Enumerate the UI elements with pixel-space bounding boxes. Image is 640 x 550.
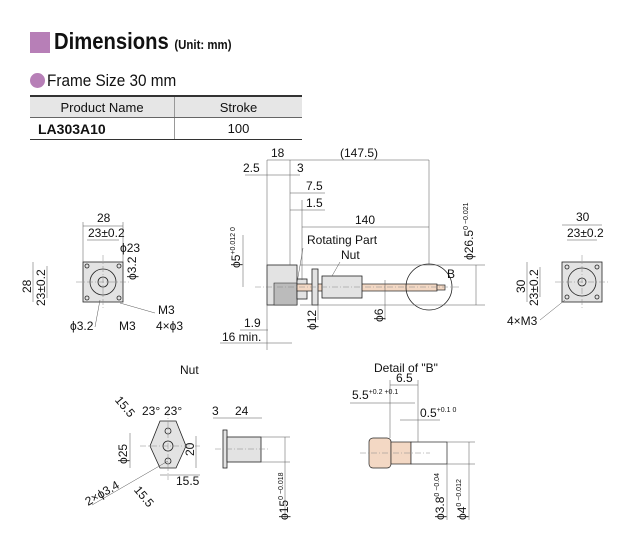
svg-text:M3: M3: [158, 303, 175, 317]
col-stroke: Stroke: [174, 95, 302, 118]
svg-text:4×M3: 4×M3: [507, 314, 538, 328]
svg-text:M3: M3: [119, 319, 136, 333]
svg-text:28: 28: [20, 279, 34, 293]
svg-text:ϕ25: ϕ25: [116, 444, 130, 464]
svg-text:23±0.2: 23±0.2: [567, 226, 604, 240]
svg-text:4×ϕ3: 4×ϕ3: [156, 319, 183, 333]
svg-text:20: 20: [183, 442, 197, 456]
svg-text:28: 28: [97, 211, 111, 225]
svg-text:6.5: 6.5: [396, 371, 413, 385]
svg-text:ϕ6: ϕ6: [372, 308, 386, 322]
front-view: 28 23±0.2 ϕ23 ϕ3.2 28 23±0.2 M3 ϕ3.2 M3 …: [20, 211, 183, 333]
svg-text:23°: 23°: [164, 404, 182, 418]
svg-text:15.5: 15.5: [131, 483, 157, 510]
stroke-value: 100: [174, 117, 302, 140]
svg-text:3: 3: [297, 161, 304, 175]
side-view: 18 (147.5) 2.5 3 7.5 1.5 140 Rotating Pa…: [220, 146, 485, 350]
svg-text:2.5: 2.5: [243, 161, 260, 175]
subsection-title: Frame Size 30 mm: [47, 71, 177, 90]
svg-text:30: 30: [576, 210, 590, 224]
svg-text:ϕ26.50 −0.021: ϕ26.50 −0.021: [462, 202, 476, 260]
detail-b-view: Detail of "B" 6.5 5.5+0.2 +0.1 0.5+0.1 0…: [350, 361, 475, 520]
product-name: LA303A10: [30, 117, 175, 140]
svg-text:0.5+0.1 0: 0.5+0.1 0: [420, 406, 456, 420]
svg-text:15.5: 15.5: [112, 393, 138, 420]
svg-text:5.5+0.2 +0.1: 5.5+0.2 +0.1: [352, 388, 398, 402]
svg-text:140: 140: [355, 213, 375, 227]
svg-text:24: 24: [235, 404, 249, 418]
rear-view: 30 23±0.2 30 23±0.2 4×M3: [507, 210, 610, 328]
svg-text:23±0.2: 23±0.2: [34, 269, 48, 306]
svg-text:ϕ3.2: ϕ3.2: [70, 319, 94, 333]
svg-text:1.5: 1.5: [306, 196, 323, 210]
svg-text:2×ϕ3.4: 2×ϕ3.4: [83, 478, 122, 509]
svg-text:ϕ3.2: ϕ3.2: [125, 256, 139, 280]
svg-text:Rotating Part: Rotating Part: [307, 233, 378, 247]
svg-text:ϕ23: ϕ23: [120, 241, 140, 255]
svg-text:30: 30: [514, 279, 528, 293]
svg-text:16 min.: 16 min.: [222, 330, 261, 344]
svg-text:23±0.2: 23±0.2: [88, 226, 125, 240]
svg-text:ϕ12: ϕ12: [305, 310, 319, 330]
subsection-marker-dot: [30, 73, 45, 88]
svg-text:ϕ40 −0.012: ϕ40 −0.012: [455, 479, 469, 520]
svg-text:ϕ3.80 −0.04: ϕ3.80 −0.04: [433, 473, 447, 520]
svg-text:(147.5): (147.5): [340, 146, 378, 160]
svg-text:ϕ5+0.012 0: ϕ5+0.012 0: [229, 227, 243, 268]
nut-view: Nut 15.5 23° 23° ϕ25 20 2×ϕ3.4 15.5 15.5…: [83, 363, 291, 520]
svg-text:ϕ150 −0.018: ϕ150 −0.018: [277, 472, 291, 520]
svg-text:3: 3: [212, 404, 219, 418]
svg-text:23±0.2: 23±0.2: [527, 269, 541, 306]
section-marker-square: [30, 32, 50, 53]
svg-text:15.5: 15.5: [176, 474, 200, 488]
page-title: Dimensions (Unit: mm): [54, 28, 232, 54]
svg-text:1.9: 1.9: [244, 316, 261, 330]
col-product-name: Product Name: [30, 95, 175, 118]
svg-text:Detail of "B": Detail of "B": [374, 361, 438, 375]
svg-text:Nut: Nut: [341, 248, 360, 262]
svg-text:18: 18: [271, 146, 285, 160]
svg-text:23°: 23°: [142, 404, 160, 418]
svg-text:7.5: 7.5: [306, 179, 323, 193]
svg-text:B: B: [447, 267, 455, 281]
svg-text:Nut: Nut: [180, 363, 199, 377]
